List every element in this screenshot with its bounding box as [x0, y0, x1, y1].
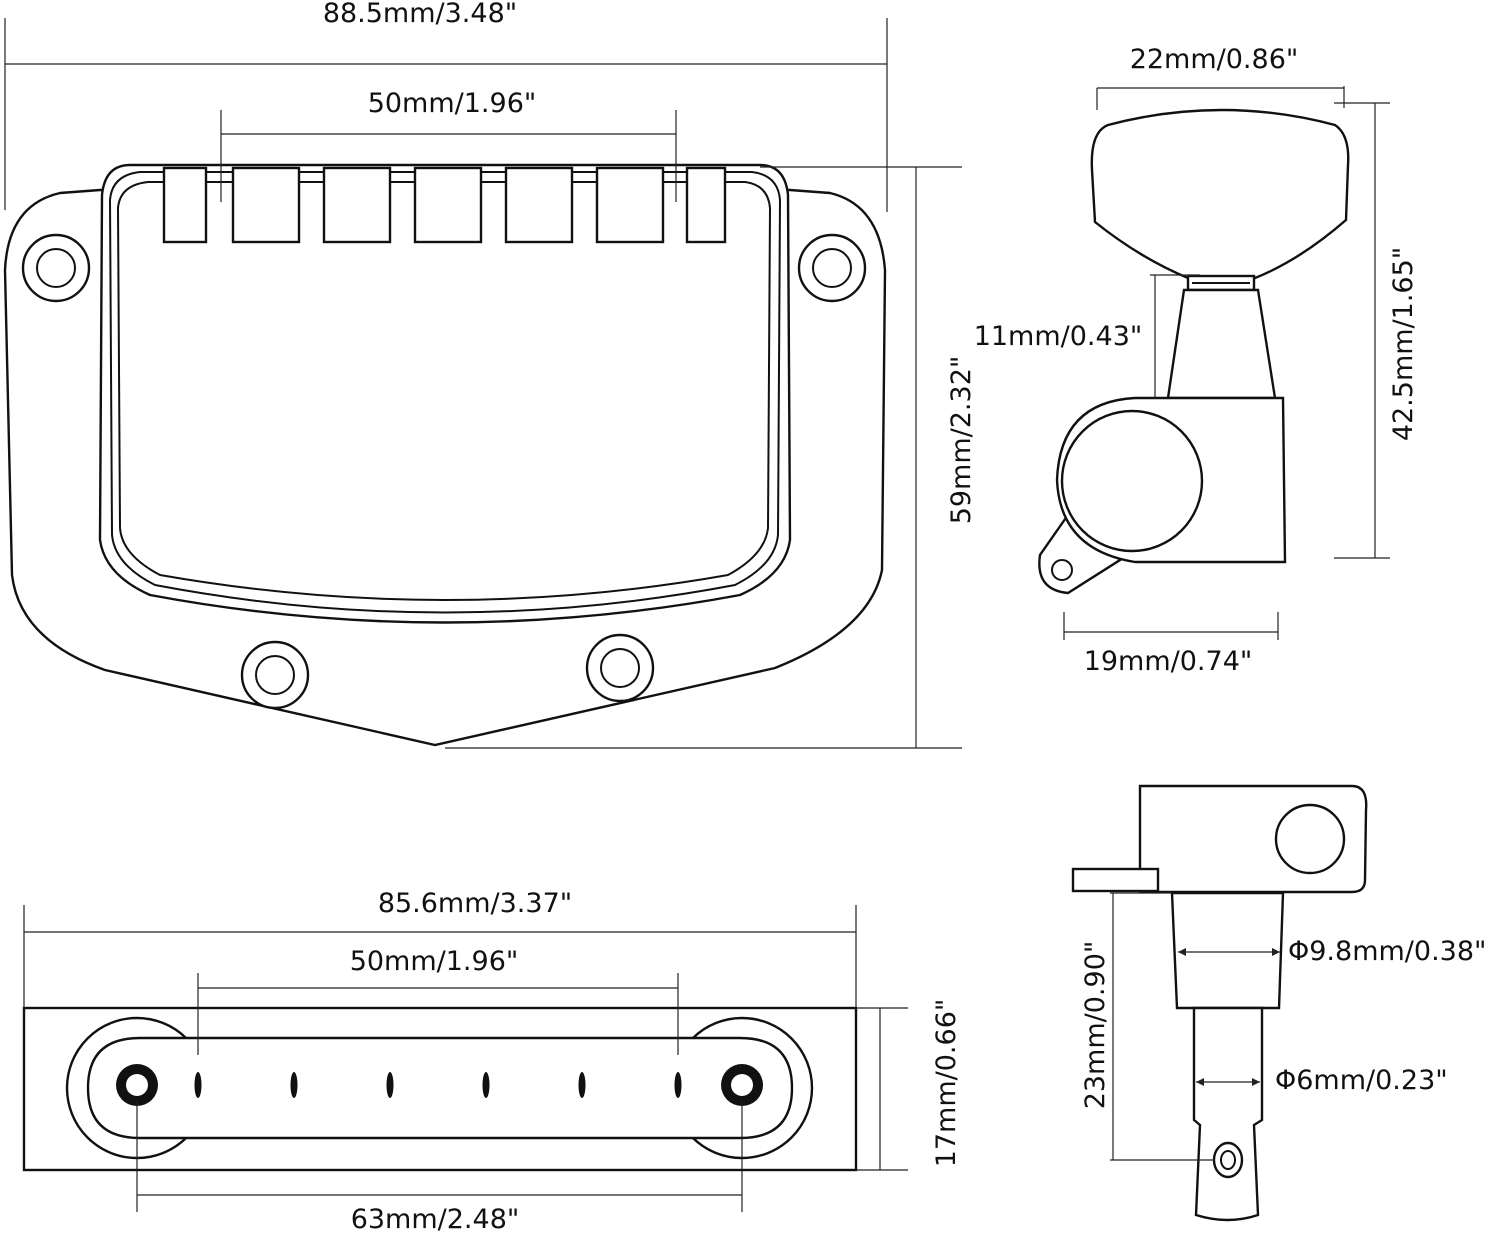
dimension-knob-width: [1096, 86, 1345, 110]
dimension-body-width: [1063, 612, 1279, 640]
tailpiece-frame-panel: [116, 181, 772, 601]
dimension-height: [445, 166, 962, 749]
string-notch: [482, 1072, 490, 1098]
dimension-string-spacing: [220, 110, 677, 202]
bridge-width-label: 85.6mm/3.37": [378, 888, 572, 919]
bushing-diameter-label: Φ9.8mm/0.38": [1288, 936, 1486, 967]
dimension-string-spacing: [197, 973, 679, 1055]
dimension-overall-width: [23, 905, 857, 1008]
string-notch: [194, 1072, 202, 1098]
string-slot: [685, 166, 727, 244]
mounting-hole: [585, 633, 655, 703]
tuner-bushing: [1170, 891, 1285, 1010]
dimension-post-spacing: [136, 1100, 743, 1212]
string-notch: [674, 1072, 682, 1098]
dimension-bushing-diameter: [1178, 948, 1280, 956]
tuner-shaft: [1166, 288, 1277, 400]
tuner-front-view: 23mm/0.90" Φ9.8mm/0.38" Φ6mm/0.23": [1071, 784, 1486, 1222]
tuner-mounting-tab: [1038, 510, 1122, 595]
tuner-gear-cap: [1060, 409, 1204, 553]
bridge-top-view: 85.6mm/3.37" 50mm/1.96" 63mm/2.48" 17mm/…: [22, 888, 962, 1235]
bridge-saddle: [86, 1036, 794, 1140]
bridge-spacing-label: 50mm/1.96": [350, 946, 519, 977]
tailpiece-frame-outer: [98, 163, 792, 624]
mounting-hole: [240, 640, 310, 710]
dimension-bridge-height: [856, 1007, 908, 1171]
bridge-height-label: 17mm/0.66": [931, 999, 962, 1168]
tailpiece-spacing-label: 50mm/1.96": [368, 88, 537, 119]
string-slot: [322, 166, 392, 244]
dimension-bushing-length: [1110, 892, 1215, 1161]
bridge-post-hole: [116, 1064, 158, 1106]
string-slot: [162, 166, 208, 244]
knob-width-label: 22mm/0.86": [1130, 44, 1299, 75]
dimension-width: [4, 18, 888, 212]
body-width-label: 19mm/0.74": [1084, 646, 1253, 677]
tuner-string-post: [1192, 1006, 1264, 1222]
tuner-tab-front: [1071, 867, 1160, 893]
tuner-gear-hole: [1274, 803, 1346, 875]
post-diameter-label: Φ6mm/0.23": [1275, 1065, 1448, 1096]
string-post-hole: [1212, 1141, 1244, 1179]
string-slot: [595, 166, 665, 244]
mounting-hole: [21, 233, 91, 303]
post-length-label: 11mm/0.43": [974, 321, 1143, 352]
tab-screw-hole: [1051, 559, 1073, 581]
bushing-length-label: 23mm/0.90": [1080, 941, 1111, 1110]
tailpiece-frame-inner: [108, 171, 782, 614]
dimension-post-length: [1150, 274, 1200, 398]
tailpiece-top-view: 88.5mm/3.48" 50mm/1.96" 59mm/2.32": [3, 0, 977, 749]
mounting-hole: [797, 233, 867, 303]
bridge-post-hole: [721, 1064, 763, 1106]
tailpiece-height-label: 59mm/2.32": [946, 356, 977, 525]
string-notch: [290, 1072, 298, 1098]
string-notch: [578, 1072, 586, 1098]
string-notch: [386, 1072, 394, 1098]
post-spacing-label: 63mm/2.48": [351, 1204, 520, 1235]
string-slot: [231, 166, 301, 244]
string-slot: [504, 166, 574, 244]
tuner-button: [1090, 108, 1350, 280]
tuner-side-view: 22mm/0.86" 11mm/0.43" 42.5mm/1.65" 19mm/…: [974, 44, 1419, 677]
dimension-total-height: [1334, 102, 1390, 559]
tailpiece-width-label: 88.5mm/3.48": [323, 0, 517, 29]
dimension-post-diameter: [1196, 1078, 1260, 1086]
string-slot: [413, 166, 483, 244]
total-height-label: 42.5mm/1.65": [1388, 247, 1419, 441]
